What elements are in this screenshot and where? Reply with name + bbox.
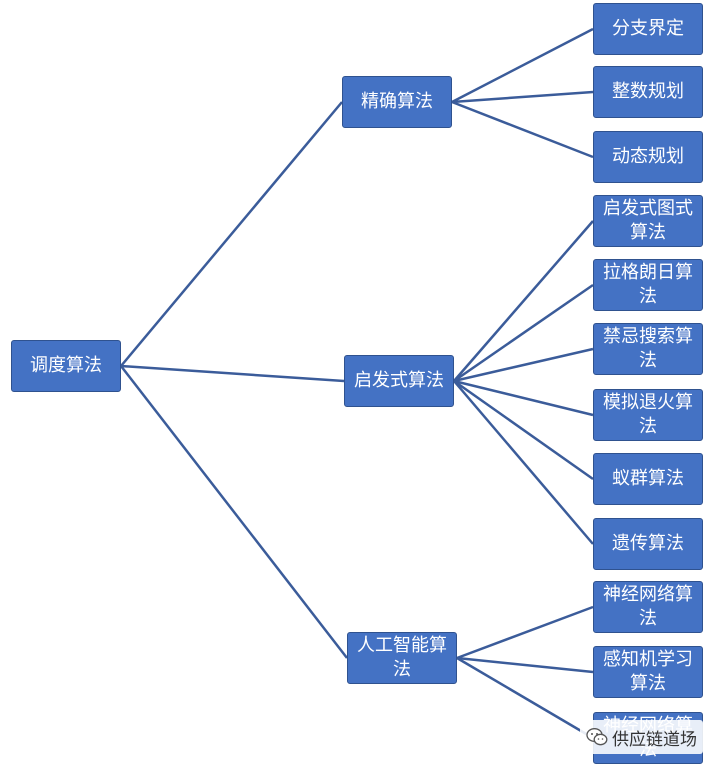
- connector-line: [120, 364, 345, 383]
- root-label: 调度算法: [30, 355, 102, 376]
- branch-node-heuristic: 启发式算法: [344, 355, 454, 407]
- leaf-label: 遗传算法: [612, 533, 684, 554]
- connector-line: [456, 605, 594, 660]
- connector-line: [453, 379, 594, 417]
- branch-label: 启发式算法: [354, 370, 444, 391]
- leaf-label: 分支界定: [612, 18, 684, 39]
- leaf-node: 分支界定: [593, 3, 703, 55]
- leaf-node: 动态规划: [593, 131, 703, 183]
- connector-line: [120, 101, 343, 367]
- leaf-label: 感知机学习算法: [603, 649, 693, 694]
- leaf-node: 拉格朗日算法: [593, 259, 703, 311]
- connector-line: [453, 380, 594, 545]
- leaf-node: 启发式图式算法: [593, 195, 703, 247]
- leaf-label: 整数规划: [612, 81, 684, 102]
- leaf-label: 拉格朗日算法: [603, 262, 693, 307]
- leaf-node: 神经网络算法: [593, 581, 703, 633]
- branch-node-ai: 人工智能算法: [347, 632, 457, 684]
- leaf-label: 启发式图式算法: [603, 198, 693, 243]
- connector-line: [456, 656, 594, 674]
- leaf-node: 整数规划: [593, 66, 703, 118]
- connector-line: [451, 90, 594, 104]
- leaf-label: 模拟退火算法: [603, 392, 693, 437]
- leaf-node: 蚁群算法: [593, 453, 703, 505]
- leaf-node: 感知机学习算法: [593, 646, 703, 698]
- watermark-text: 供应链道场: [612, 729, 697, 750]
- connector-line: [453, 283, 594, 383]
- connector-line: [456, 656, 594, 740]
- leaf-label: 蚁群算法: [612, 468, 684, 489]
- leaf-node: 禁忌搜索算法: [593, 323, 703, 375]
- branch-node-exact: 精确算法: [342, 76, 452, 128]
- leaf-node: 模拟退火算法: [593, 389, 703, 441]
- leaf-node: 遗传算法: [593, 518, 703, 570]
- connector-line: [453, 220, 594, 382]
- wechat-icon: [586, 728, 608, 746]
- connector-line: [453, 347, 594, 383]
- connector-line: [451, 27, 594, 104]
- branch-label: 精确算法: [361, 91, 433, 112]
- connector-line: [451, 100, 594, 159]
- leaf-label: 禁忌搜索算法: [603, 326, 693, 371]
- branch-label: 人工智能算法: [357, 635, 447, 680]
- watermark: 供应链道场: [580, 720, 703, 754]
- connector-line: [120, 365, 348, 659]
- leaf-label: 动态规划: [612, 146, 684, 167]
- root-node: 调度算法: [11, 340, 121, 392]
- leaf-label: 神经网络算法: [603, 584, 693, 629]
- connector-line: [453, 379, 594, 481]
